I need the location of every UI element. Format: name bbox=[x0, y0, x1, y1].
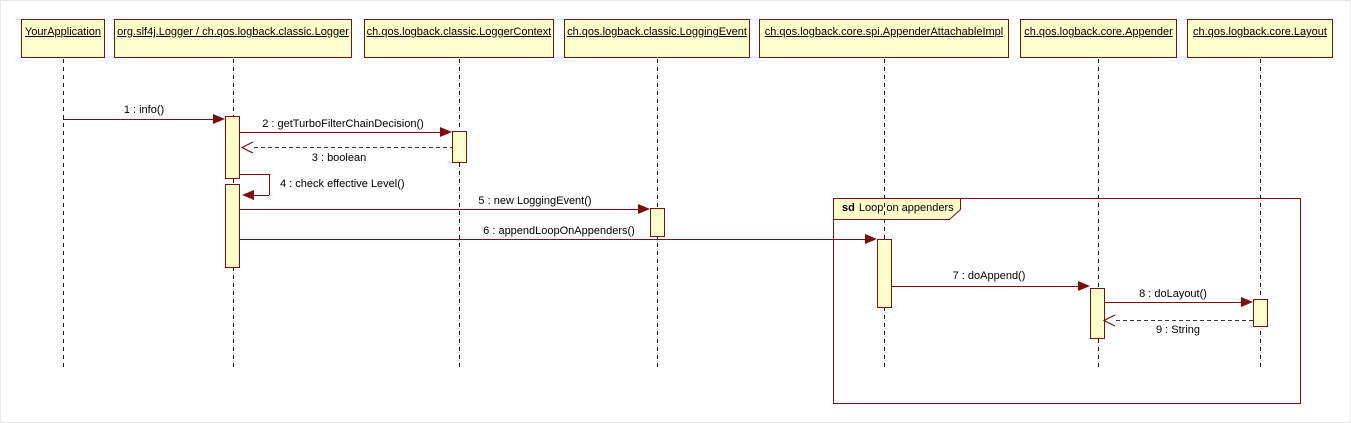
msg2-label: 2 : getTurboFilterChainDecision() bbox=[262, 118, 424, 130]
msg3-open-arrowhead bbox=[241, 141, 254, 154]
msg1-label: 1 : info() bbox=[123, 104, 165, 116]
lifeline-name: ch.qos.logback.classic.LoggerContext bbox=[366, 26, 552, 38]
msg4-arrowhead bbox=[242, 190, 254, 200]
lifeline-yourapplication bbox=[63, 59, 64, 370]
lifeline-name: YourApplication bbox=[24, 26, 102, 38]
lifeline-head-loggingevent: ch.qos.logback.classic.LoggingEvent bbox=[564, 19, 750, 58]
activation-logger-2 bbox=[225, 184, 240, 268]
msg1-arrowhead bbox=[213, 114, 225, 124]
lifeline-name: ch.qos.logback.core.Appender bbox=[1024, 26, 1173, 38]
msg2-arrowhead bbox=[440, 127, 452, 137]
msg3-line bbox=[254, 147, 452, 148]
activation-appenderattachableimpl bbox=[877, 239, 892, 308]
sd-frame-border bbox=[833, 198, 1301, 404]
msg8-arrowhead bbox=[1241, 297, 1253, 307]
lifeline-name: ch.qos.logback.core.spi.AppenderAttachab… bbox=[764, 26, 1004, 38]
msg6-line bbox=[240, 239, 865, 240]
lifeline-head-yourapplication: YourApplication bbox=[21, 19, 105, 58]
msg1-line bbox=[63, 119, 213, 120]
msg7-label: 7 : doAppend() bbox=[952, 270, 1026, 282]
msg4-line-bottom bbox=[254, 195, 269, 196]
lifeline-head-loggercontext: ch.qos.logback.classic.LoggerContext bbox=[364, 19, 554, 58]
lifeline-appender bbox=[1098, 59, 1099, 370]
activation-appender bbox=[1090, 288, 1105, 339]
msg7-line bbox=[891, 286, 1078, 287]
lifeline-appenderattachableimpl bbox=[884, 59, 885, 370]
msg9-open-arrowhead bbox=[1103, 314, 1116, 327]
sd-frame-title: Loop on appenders bbox=[858, 202, 954, 214]
msg5-line bbox=[240, 209, 638, 210]
lifeline-head-appenderattachableimpl: ch.qos.logback.core.spi.AppenderAttachab… bbox=[759, 19, 1009, 58]
msg6-label: 6 : appendLoopOnAppenders() bbox=[483, 225, 635, 237]
msg9-line bbox=[1116, 320, 1253, 321]
msg3-label: 3 : boolean bbox=[311, 152, 367, 164]
msg7-arrowhead bbox=[1078, 281, 1090, 291]
lifeline-head-layout: ch.qos.logback.core.Layout bbox=[1187, 19, 1333, 58]
msg4-line-right bbox=[269, 174, 270, 195]
lifeline-name: org.slf4j.Logger / ch.qos.logback.classi… bbox=[117, 26, 349, 38]
activation-logger-1 bbox=[225, 116, 240, 179]
lifeline-name: ch.qos.logback.core.Layout bbox=[1193, 26, 1327, 38]
activation-loggingevent bbox=[650, 208, 665, 237]
activation-layout bbox=[1253, 299, 1268, 327]
lifeline-head-appender: ch.qos.logback.core.Appender bbox=[1020, 19, 1177, 58]
sd-frame-operator: sd bbox=[842, 202, 855, 214]
lifeline-head-logger: org.slf4j.Logger / ch.qos.logback.classi… bbox=[114, 19, 352, 58]
msg9-label: 9 : String bbox=[1155, 324, 1201, 336]
msg6-arrowhead bbox=[865, 234, 877, 244]
lifeline-name: ch.qos.logback.classic.LoggingEvent bbox=[567, 26, 747, 38]
msg5-arrowhead bbox=[638, 204, 650, 214]
msg5-label: 5 : new LoggingEvent() bbox=[478, 195, 592, 207]
activation-loggercontext bbox=[452, 131, 467, 163]
msg4-line-top bbox=[240, 174, 269, 175]
msg4-label: 4 : check effective Level() bbox=[280, 178, 405, 190]
sd-frame-label-pentagon bbox=[833, 198, 961, 220]
msg8-label: 8 : doLayout() bbox=[1139, 288, 1207, 300]
msg2-line bbox=[240, 132, 440, 133]
lifeline-loggercontext bbox=[459, 59, 460, 370]
msg8-line bbox=[1104, 302, 1241, 303]
lifeline-layout bbox=[1260, 59, 1261, 370]
